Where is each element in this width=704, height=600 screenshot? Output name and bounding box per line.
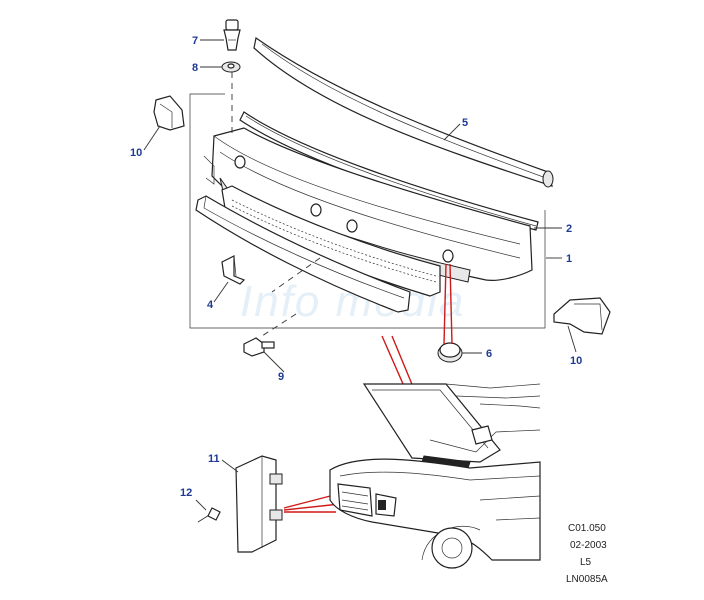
part-7-clip bbox=[223, 19, 241, 51]
part-4-bracket bbox=[221, 255, 246, 285]
leader-lines bbox=[143, 39, 577, 473]
part-2-seal bbox=[239, 111, 539, 231]
callout-2: 2 bbox=[566, 223, 572, 235]
assembly-frame bbox=[189, 93, 546, 329]
callout-6: 6 bbox=[486, 348, 492, 360]
callout-10-left: 10 bbox=[130, 147, 142, 159]
callout-1: 1 bbox=[566, 253, 572, 265]
reference-drawing: LN0085A bbox=[566, 574, 608, 585]
callout-11: 11 bbox=[208, 453, 220, 465]
part-11-side-panel bbox=[235, 455, 283, 553]
part-10-end-cap-right bbox=[553, 297, 611, 335]
reference-date: 02-2003 bbox=[570, 540, 607, 551]
reference-level: L5 bbox=[580, 557, 592, 568]
part-foam-strip bbox=[195, 195, 411, 313]
callout-8: 8 bbox=[192, 62, 198, 74]
callout-9: 9 bbox=[278, 371, 284, 383]
vehicle-illustration bbox=[329, 383, 541, 569]
reference-code: C01.050 bbox=[568, 523, 606, 534]
part-10-end-cap-left bbox=[153, 95, 185, 131]
callout-7: 7 bbox=[192, 35, 198, 47]
callout-5: 5 bbox=[462, 117, 468, 129]
callout-12: 12 bbox=[180, 487, 192, 499]
fixing-dash-lines bbox=[231, 72, 321, 337]
part-5-finisher-strip bbox=[253, 36, 554, 188]
part-6-plug bbox=[437, 342, 463, 363]
part-12-screw bbox=[195, 499, 221, 523]
part-8-washer bbox=[221, 61, 241, 73]
callout-10-right: 10 bbox=[570, 355, 582, 367]
callout-4: 4 bbox=[207, 299, 214, 311]
part-9-bolt bbox=[243, 337, 275, 357]
